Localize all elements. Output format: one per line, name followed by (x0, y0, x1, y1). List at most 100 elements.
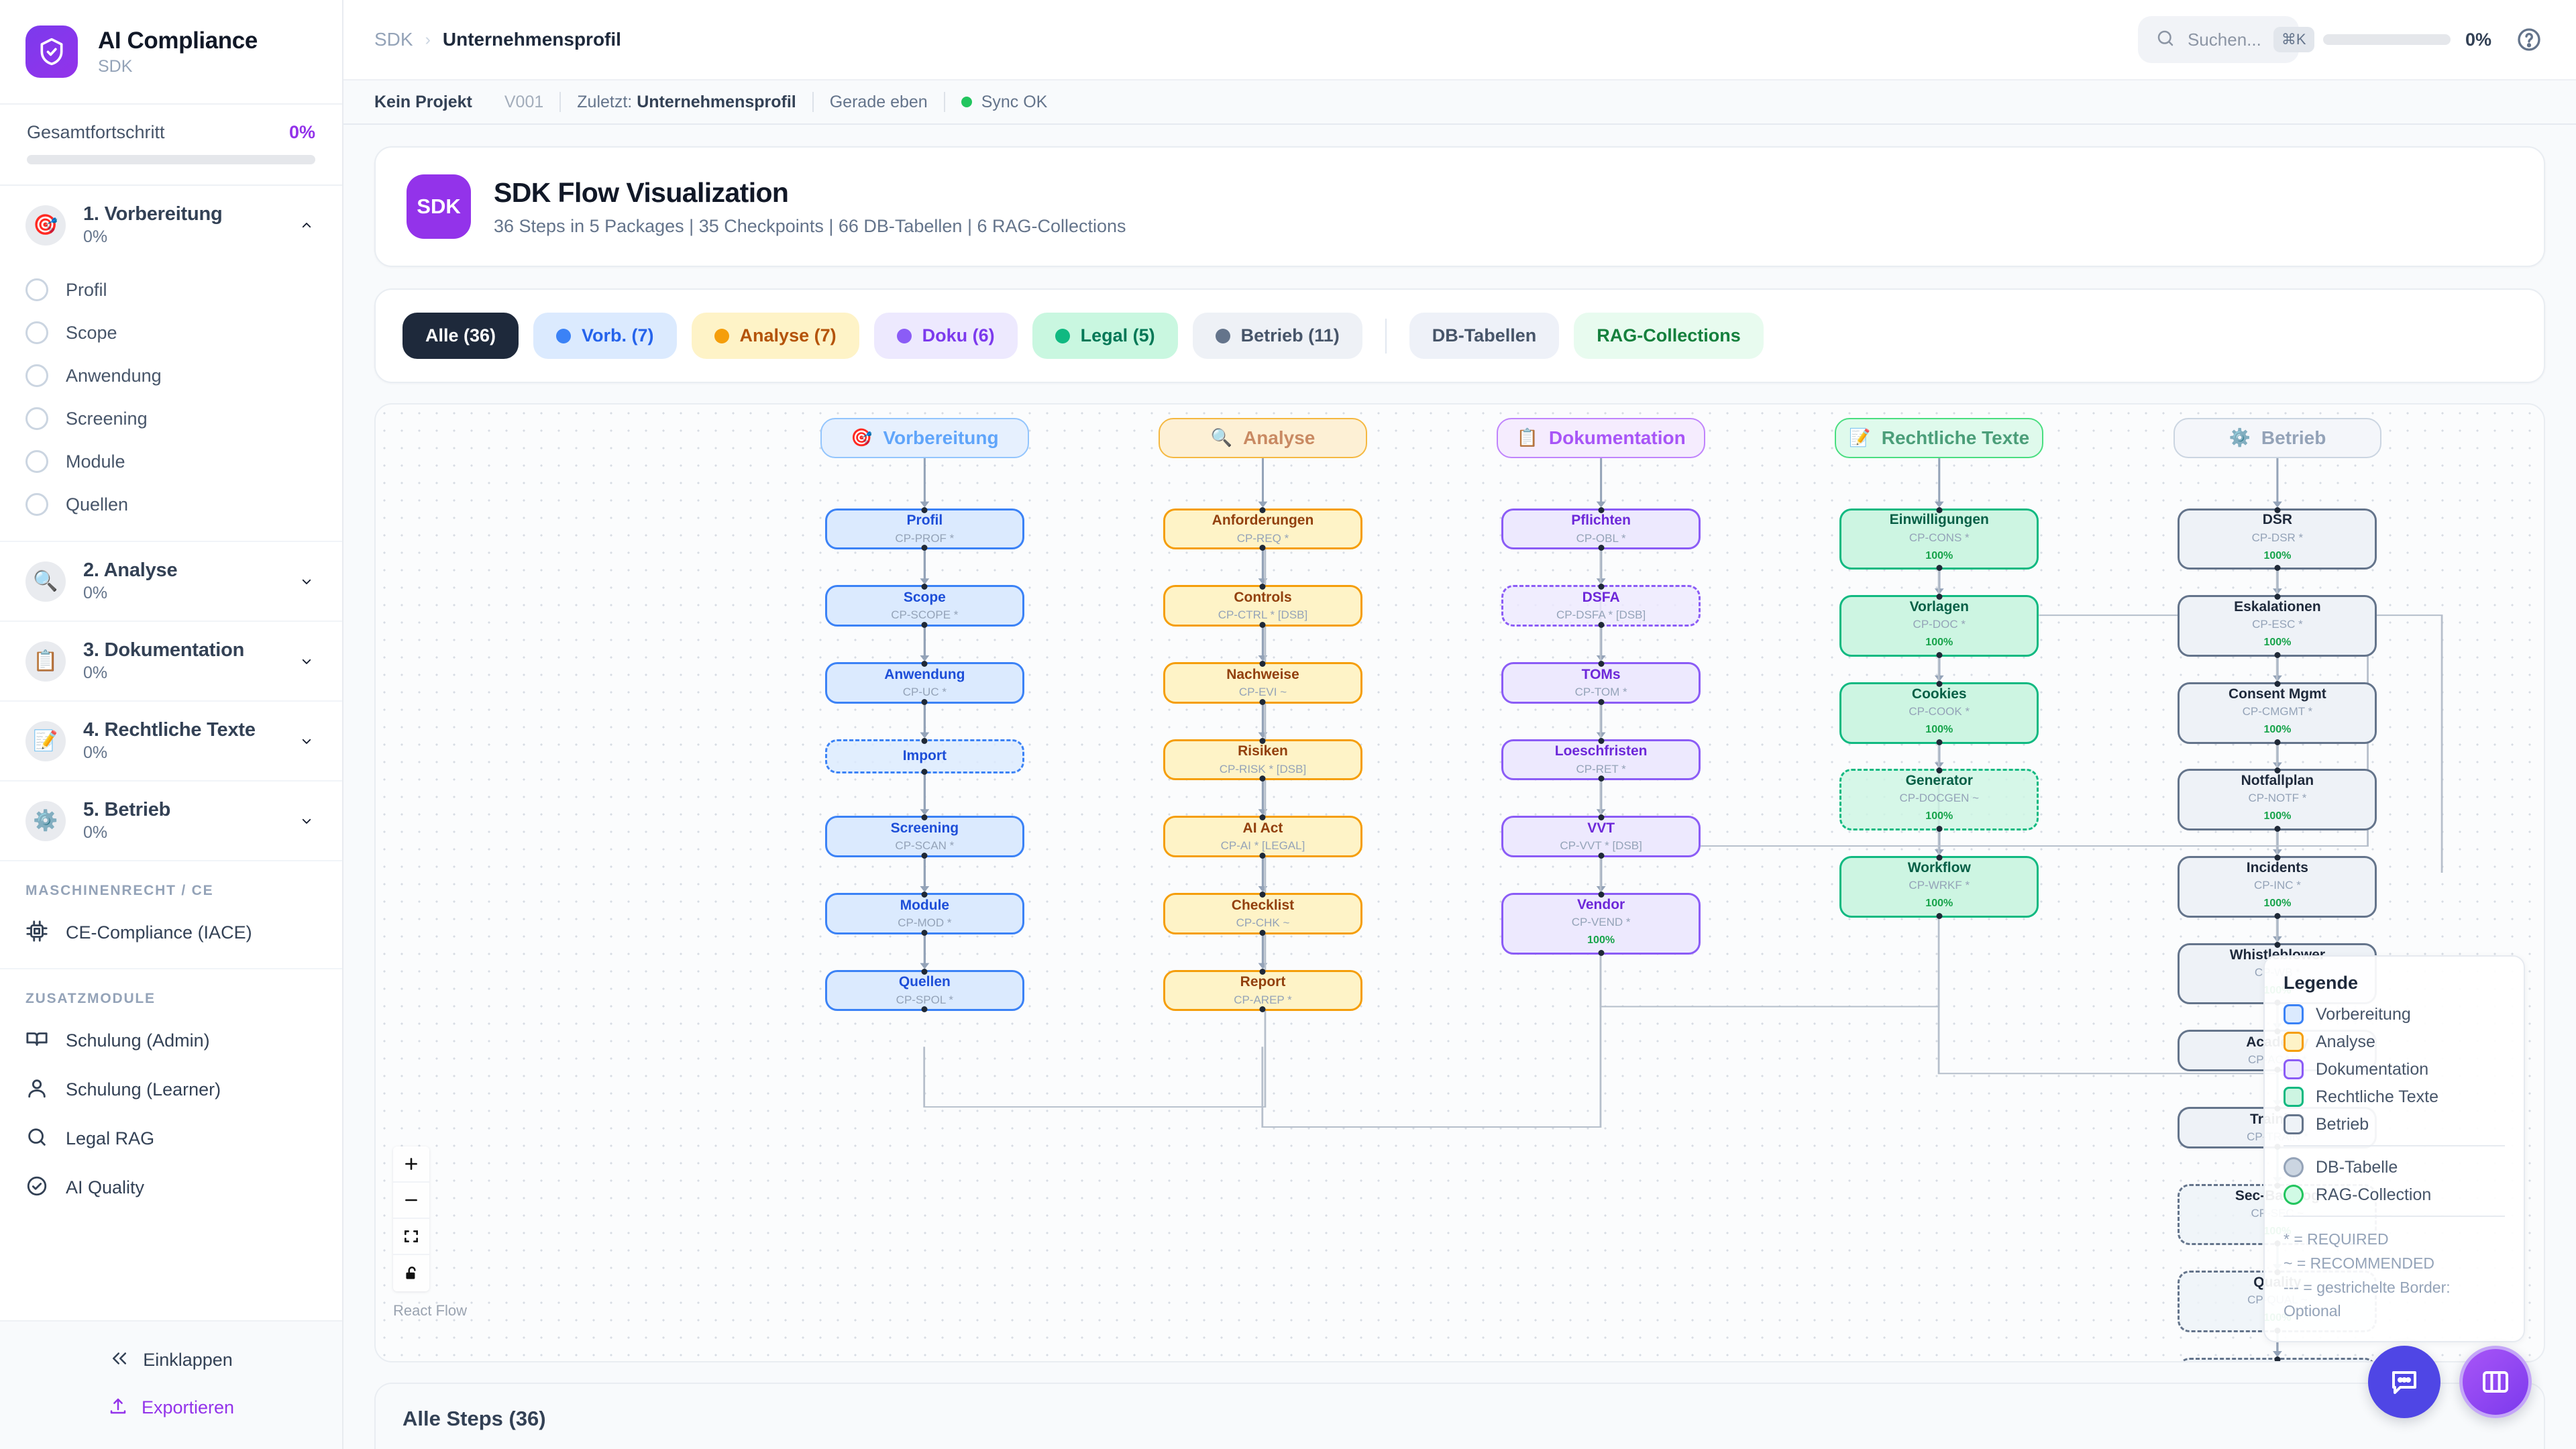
node-handle-top[interactable] (921, 891, 928, 898)
node-handle-bottom[interactable] (2274, 826, 2281, 833)
node-handle-top[interactable] (2274, 680, 2281, 687)
node-handle-bottom[interactable] (921, 622, 928, 629)
node-handle-top[interactable] (921, 737, 928, 744)
filter-chip-rag-collections[interactable]: RAG-Collections (1574, 313, 1764, 359)
node-handle-bottom[interactable] (1598, 775, 1605, 782)
fit-view-button[interactable] (393, 1219, 429, 1255)
node-handle-top[interactable] (1259, 506, 1266, 513)
filter-chip-analyse-7[interactable]: Analyse (7) (691, 313, 859, 359)
filter-chip-legal-5[interactable]: Legal (5) (1032, 313, 1178, 359)
node-handle-bottom[interactable] (921, 769, 928, 775)
node-handle-top[interactable] (1259, 814, 1266, 821)
zoom-out-button[interactable] (393, 1183, 429, 1219)
node-handle-bottom[interactable] (1936, 912, 1943, 919)
node-handle-bottom[interactable] (1259, 622, 1266, 629)
node-handle-top[interactable] (1259, 891, 1266, 898)
node-handle-bottom[interactable] (921, 698, 928, 705)
node-handle-top[interactable] (1598, 660, 1605, 667)
node-handle-top[interactable] (1936, 855, 1943, 861)
flow-canvas[interactable]: 🎯Vorbereitung🔍Analyse📋Dokumentation📝Rech… (374, 403, 2545, 1362)
sidebar-item-anwendung[interactable]: Anwendung (0, 354, 342, 397)
chevron-down-icon[interactable] (297, 815, 317, 827)
sidebar-item-quellen[interactable]: Quellen (0, 483, 342, 526)
node-handle-bottom[interactable] (2274, 739, 2281, 745)
node-handle-top[interactable] (1598, 506, 1605, 513)
node-handle-top[interactable] (921, 506, 928, 513)
node-handle-top[interactable] (1259, 584, 1266, 590)
node-handle-top[interactable] (1598, 814, 1605, 821)
node-handle-bottom[interactable] (2274, 651, 2281, 658)
zoom-in-button[interactable] (393, 1146, 429, 1183)
node-handle-top[interactable] (1598, 737, 1605, 744)
node-handle-top[interactable] (1936, 680, 1943, 687)
sidebar-item-ai-quality[interactable]: AI Quality (0, 1163, 342, 1212)
node-handle-top[interactable] (1936, 506, 1943, 513)
node-handle-bottom[interactable] (1936, 565, 1943, 572)
chevron-down-icon[interactable] (297, 735, 317, 747)
node-handle-bottom[interactable] (1936, 826, 1943, 833)
node-handle-bottom[interactable] (1936, 739, 1943, 745)
node-handle-top[interactable] (921, 584, 928, 590)
node-handle-bottom[interactable] (1598, 622, 1605, 629)
sidebar-item-schulung-admin[interactable]: Schulung (Admin) (0, 1016, 342, 1065)
filter-chip-betrieb-11[interactable]: Betrieb (11) (1192, 313, 1362, 359)
node-handle-bottom[interactable] (2274, 565, 2281, 572)
sidebar-item-scope[interactable]: Scope (0, 311, 342, 354)
node-handle-top[interactable] (2274, 855, 2281, 861)
node-handle-bottom[interactable] (921, 853, 928, 859)
node-handle-bottom[interactable] (1598, 949, 1605, 956)
node-handle-bottom[interactable] (1259, 1006, 1266, 1013)
node-handle-bottom[interactable] (921, 545, 928, 551)
node-handle-bottom[interactable] (1936, 651, 1943, 658)
node-handle-top[interactable] (2274, 506, 2281, 513)
filter-chip-db-tabellen[interactable]: DB-Tabellen (1409, 313, 1560, 359)
lock-icon[interactable] (393, 1255, 429, 1291)
node-handle-bottom[interactable] (921, 1006, 928, 1013)
breadcrumb-root[interactable]: SDK (374, 29, 413, 50)
node-handle-top[interactable] (2274, 594, 2281, 600)
sidebar-item-module[interactable]: Module (0, 440, 342, 483)
node-handle-bottom[interactable] (1259, 929, 1266, 936)
filter-chip-alle-36[interactable]: Alle (36) (402, 313, 519, 359)
chat-fab[interactable] (2368, 1346, 2440, 1418)
node-handle-top[interactable] (1259, 968, 1266, 975)
node-handle-bottom[interactable] (1598, 698, 1605, 705)
node-handle-top[interactable] (1598, 891, 1605, 898)
brand-header[interactable]: AI Compliance SDK (0, 0, 342, 105)
node-handle-top[interactable] (2274, 1356, 2281, 1361)
search-input[interactable]: Suchen... ⌘K (2137, 16, 2314, 63)
node-handle-bottom[interactable] (2274, 912, 2281, 919)
filter-chip-vorb-7[interactable]: Vorb. (7) (533, 313, 677, 359)
chevron-down-icon[interactable] (297, 576, 317, 588)
chevron-up-icon[interactable] (297, 219, 317, 231)
node-handle-top[interactable] (1936, 767, 1943, 774)
node-handle-bottom[interactable] (1259, 698, 1266, 705)
flow-node-isms[interactable]: ISMSCP-ISMS ~ [DSB]100% (2178, 1356, 2377, 1361)
chevron-down-icon[interactable] (297, 655, 317, 667)
